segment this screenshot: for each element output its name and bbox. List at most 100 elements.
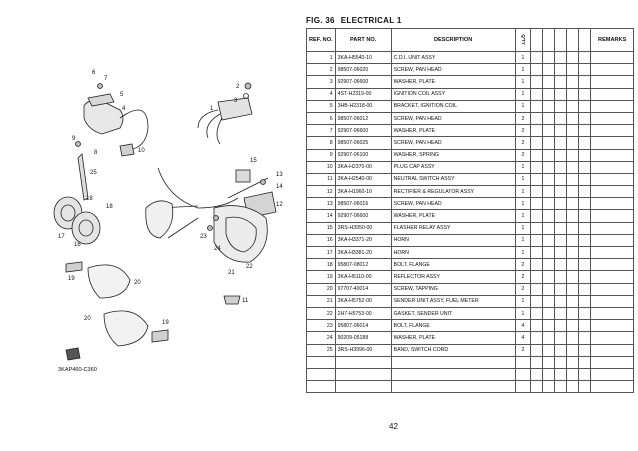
cell-remarks <box>590 245 635 260</box>
cell-blank <box>514 355 532 369</box>
cell-blank <box>542 343 556 357</box>
cell-blank <box>554 197 568 211</box>
cell-blank <box>566 148 580 162</box>
cell-blank <box>554 294 568 308</box>
cell-blank <box>554 111 568 126</box>
cell-part-no: 3KA-H3381-20 <box>334 245 392 260</box>
cell-ref: 20 <box>306 282 336 296</box>
cell-blank <box>554 221 568 235</box>
cell-ref: 24 <box>306 331 336 345</box>
parts-diagram: 6 7 5 4 1 2 3 9 8 10 25 15 13 14 12 18 1… <box>53 70 283 361</box>
cell-remarks <box>590 87 635 101</box>
sender-unit-shape <box>213 205 268 263</box>
cell-blank <box>334 367 392 382</box>
cell-blank <box>530 185 544 199</box>
callout-1: 1 <box>210 106 214 112</box>
cell-blank <box>554 75 568 89</box>
cell-ref: 15 <box>306 221 336 235</box>
cell-ref: 11 <box>306 172 336 187</box>
neutral-switch-shape <box>223 295 241 305</box>
col-blank <box>554 28 568 52</box>
callout-16: 16 <box>74 242 81 248</box>
cell-blank <box>390 355 516 369</box>
cell-description: SCREW, PAN HEAD <box>390 136 516 150</box>
cell-blank <box>542 160 556 174</box>
cell-description: HORN <box>390 245 516 260</box>
cell-blank <box>542 221 556 235</box>
cell-remarks <box>590 75 635 89</box>
cell-blank <box>566 355 580 369</box>
cell-blank <box>578 258 592 272</box>
cell-blank <box>566 319 580 333</box>
cell-ref: 25 <box>306 343 336 357</box>
cell-ref: 21 <box>306 294 336 308</box>
cell-remarks <box>590 99 635 113</box>
fender-shape <box>87 264 131 299</box>
cell-blank <box>578 282 592 296</box>
cell-blank <box>306 367 336 382</box>
cell-blank <box>530 258 544 272</box>
cell-description: BAND, SWITCH CORD <box>390 343 516 357</box>
cell-blank <box>530 111 544 126</box>
callout-15: 15 <box>250 158 257 164</box>
cell-blank <box>566 343 580 357</box>
cell-blank <box>530 233 544 248</box>
cell-description: RECTIFIER & REGULATOR ASSY <box>390 185 516 199</box>
table-header-row: REF. NO. PART NO. DESCRIPTION Q'TY REMAR… <box>306 28 635 52</box>
cell-description: GASKET, SENDER UNIT <box>390 306 516 321</box>
cell-blank <box>334 355 392 369</box>
cell-blank <box>566 160 580 174</box>
callout-17: 17 <box>58 234 65 240</box>
cell-qty: 2 <box>514 136 532 150</box>
cell-blank <box>566 197 580 211</box>
wire-harness <box>157 167 269 239</box>
callout-2: 2 <box>236 84 240 90</box>
cell-blank <box>530 380 544 394</box>
cell-remarks <box>590 343 635 357</box>
cell-blank <box>334 380 392 394</box>
ignition-coil-shape <box>83 100 124 135</box>
cell-description: WASHER, PLATE <box>390 209 516 223</box>
cell-remarks <box>590 111 635 126</box>
col-blank <box>566 28 580 52</box>
callout-23: 23 <box>200 234 207 240</box>
cell-blank <box>554 136 568 150</box>
band-shape <box>77 153 89 201</box>
cell-blank <box>554 124 568 138</box>
cell-part-no: 97707-40014 <box>334 282 392 296</box>
cell-blank <box>542 282 556 296</box>
cell-blank <box>542 50 556 65</box>
cell-ref: 5 <box>306 99 336 113</box>
coil-bracket-shape <box>87 93 115 107</box>
fig-name: ELECTRICAL 1 <box>340 16 402 25</box>
cell-blank <box>566 172 580 187</box>
cell-blank <box>554 270 568 284</box>
cell-blank <box>530 282 544 296</box>
cell-blank <box>566 380 580 394</box>
cell-blank <box>554 331 568 345</box>
cell-blank <box>542 319 556 333</box>
cell-blank <box>542 355 556 369</box>
cell-remarks <box>590 294 635 308</box>
reflector-shape <box>65 261 83 273</box>
cell-blank <box>542 367 556 382</box>
callout-21: 21 <box>228 270 235 276</box>
cell-remarks <box>590 124 635 138</box>
cell-description: SCREW, PAN HEAD <box>390 63 516 77</box>
cell-blank <box>542 136 556 150</box>
col-part-no: PART NO. <box>334 28 392 52</box>
cell-description: C.D.I. UNIT ASSY <box>390 50 516 65</box>
callout-7: 7 <box>104 76 108 82</box>
cell-blank <box>578 355 592 369</box>
cell-part-no: 98507-06025 <box>334 136 392 150</box>
cell-blank <box>542 270 556 284</box>
cell-blank <box>566 209 580 223</box>
cell-description: BOLT, FLANGE <box>390 258 516 272</box>
harness-cover <box>145 200 174 239</box>
